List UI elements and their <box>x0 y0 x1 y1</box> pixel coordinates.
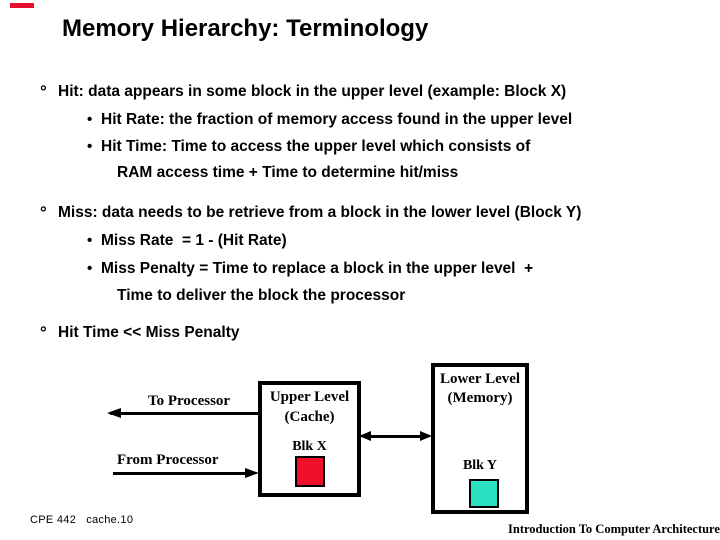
bullet-text-hit-rate: Hit Rate: the fraction of memory access … <box>101 111 573 128</box>
dot-bullet-icon: • <box>87 260 93 277</box>
blk-x-label: Blk X <box>292 439 327 454</box>
from-processor-label: From Processor <box>117 452 219 468</box>
course-title-footer: Introduction To Computer Architecture <box>508 522 720 536</box>
to-processor-arrow-line <box>110 412 263 415</box>
dot-bullet-icon: • <box>87 138 93 155</box>
transfer-arrow-line <box>365 435 425 438</box>
right-arrowhead-icon <box>420 431 432 441</box>
lower-level-title: Lower Level <box>439 371 521 387</box>
degree-bullet-icon: ° <box>40 203 47 222</box>
left-arrowhead-icon <box>359 431 371 441</box>
lower-level-subtitle: (Memory) <box>447 390 513 406</box>
block-x-square <box>295 456 325 487</box>
degree-bullet-icon: ° <box>40 323 47 342</box>
corner-red-mark-icon <box>10 3 34 8</box>
to-processor-label: To Processor <box>148 393 231 409</box>
bullet-text-hit-vs-miss: Hit Time << Miss Penalty <box>58 324 240 341</box>
dot-bullet-icon: • <box>87 111 93 128</box>
bullet-text-miss-rate: Miss Rate = 1 - (Hit Rate) <box>101 232 287 249</box>
course-page-footer: CPE 442 cache.10 <box>30 514 134 526</box>
bullet-text-miss: Miss: data needs to be retrieve from a b… <box>58 204 582 221</box>
upper-level-subtitle: (Cache) <box>284 409 335 425</box>
block-y-square <box>469 479 499 508</box>
degree-bullet-icon: ° <box>40 82 47 101</box>
page-title: Memory Hierarchy: Terminology <box>62 15 429 42</box>
upper-level-title: Upper Level <box>269 389 350 405</box>
bullet-text-miss-penalty: Miss Penalty = Time to replace a block i… <box>101 260 534 277</box>
bullet-text-miss-penalty-cont: Time to deliver the block the processor <box>117 287 406 304</box>
bullet-text-hit: Hit: data appears in some block in the u… <box>58 83 567 100</box>
dot-bullet-icon: • <box>87 232 93 249</box>
left-arrowhead-icon <box>107 408 121 418</box>
from-processor-arrow-line <box>113 472 246 475</box>
blk-y-label: Blk Y <box>462 458 498 473</box>
bullet-text-hit-time: Hit Time: Time to access the upper level… <box>101 138 531 155</box>
right-arrowhead-icon <box>245 468 259 478</box>
bullet-text-hit-time-cont: RAM access time + Time to determine hit/… <box>117 164 459 181</box>
